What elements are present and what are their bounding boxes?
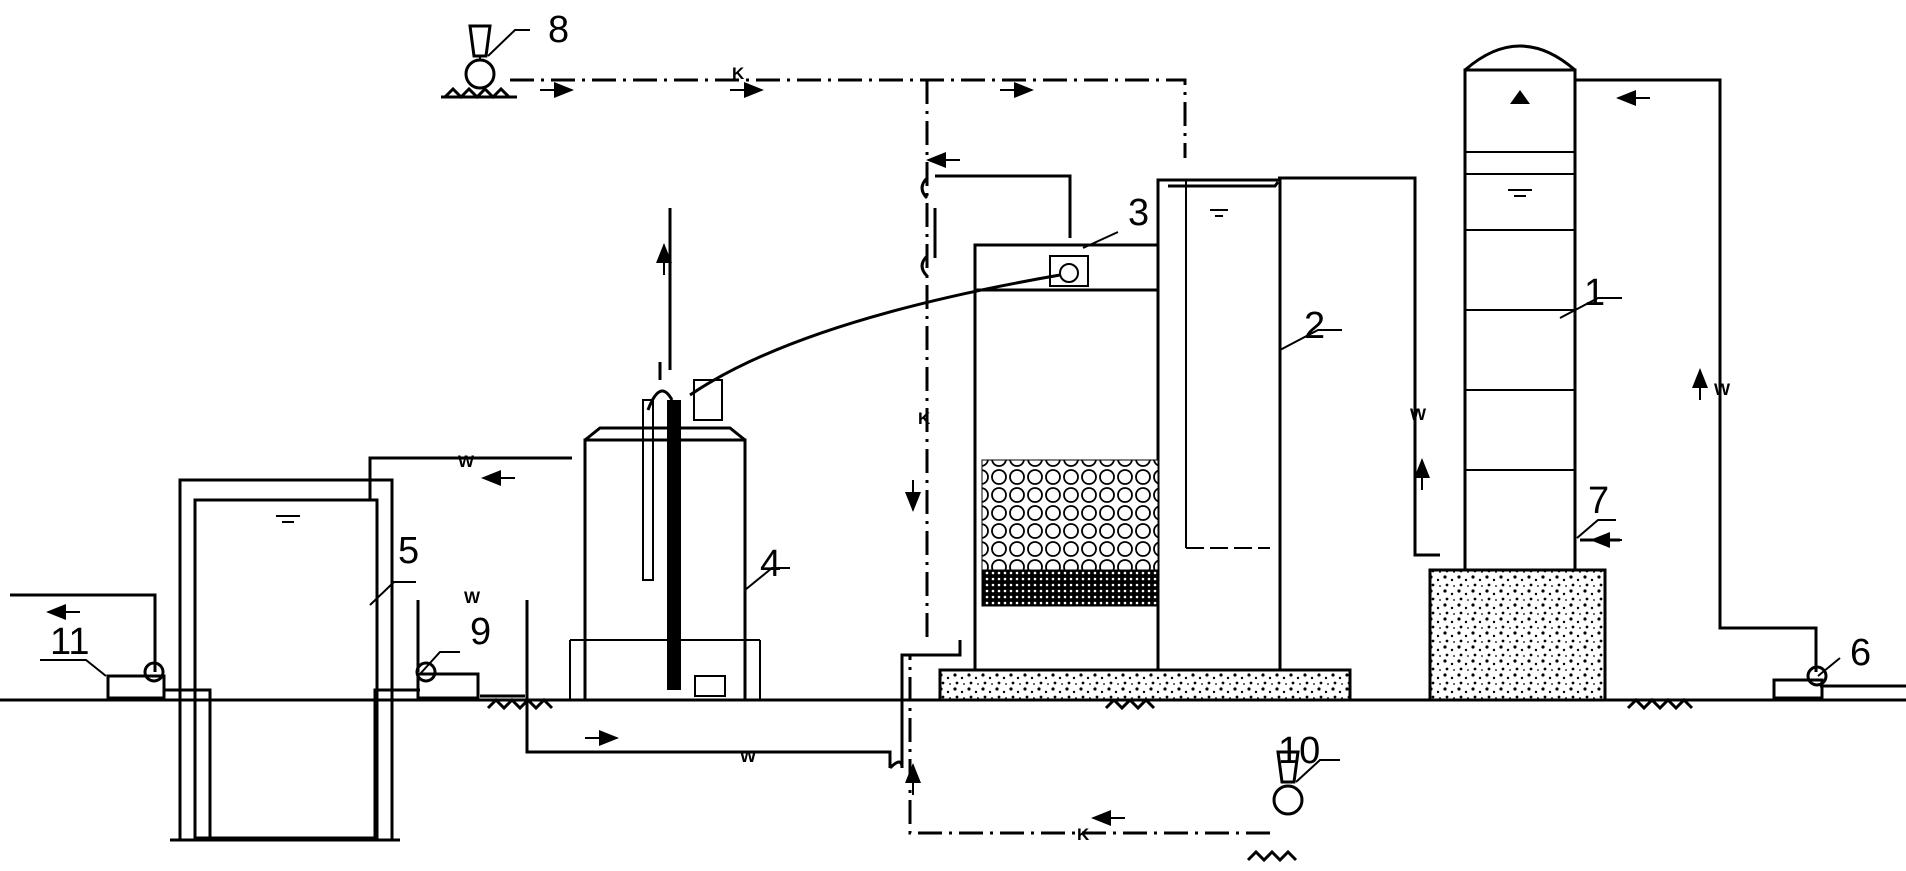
label-6: 6 [1850,632,1871,674]
air-pump-10 [1272,750,1304,816]
pipe-code-w-right: W [1714,380,1731,399]
pipe-codes: K K K W W W W W [458,64,1731,844]
water-pipes [10,78,1906,840]
label-3: 3 [1128,192,1149,234]
label-5: 5 [398,530,419,572]
label-8: 8 [548,9,569,51]
label-leaders [40,29,1841,783]
label-7: 7 [1588,480,1609,522]
label-1: 1 [1584,272,1605,314]
label-11: 11 [50,621,89,663]
air-pump-8 [464,24,496,90]
bioreactor-tank-3 [973,243,1160,672]
pipe-code-w-bottom: W [740,747,757,766]
label-4: 4 [760,543,781,585]
flow-arrows [46,82,1708,826]
pipe-code-k-top: K [732,64,745,83]
label-2: 2 [1304,305,1325,347]
label-9: 9 [470,611,491,653]
air-pipes [510,78,1270,835]
storage-tank-5 [170,478,400,842]
dosing-tank-4 [569,362,761,702]
water-pump-6 [1772,665,1828,700]
label-10: 10 [1278,730,1320,772]
column-base [1428,568,1607,702]
pipe-code-w-tank2: W [1410,405,1427,424]
pipe-code-w-tank4: W [458,452,475,471]
column-tank-1 [1463,44,1577,572]
pipe-code-k-left: K [918,409,931,428]
pipe-code-w-pump9: W [464,588,481,607]
reactor-base [938,668,1352,702]
component-labels: 1 2 3 4 5 6 7 8 9 10 11 [50,9,1871,772]
settling-tank-2 [1156,178,1282,672]
pipe-code-k-bottom: K [1077,825,1090,844]
